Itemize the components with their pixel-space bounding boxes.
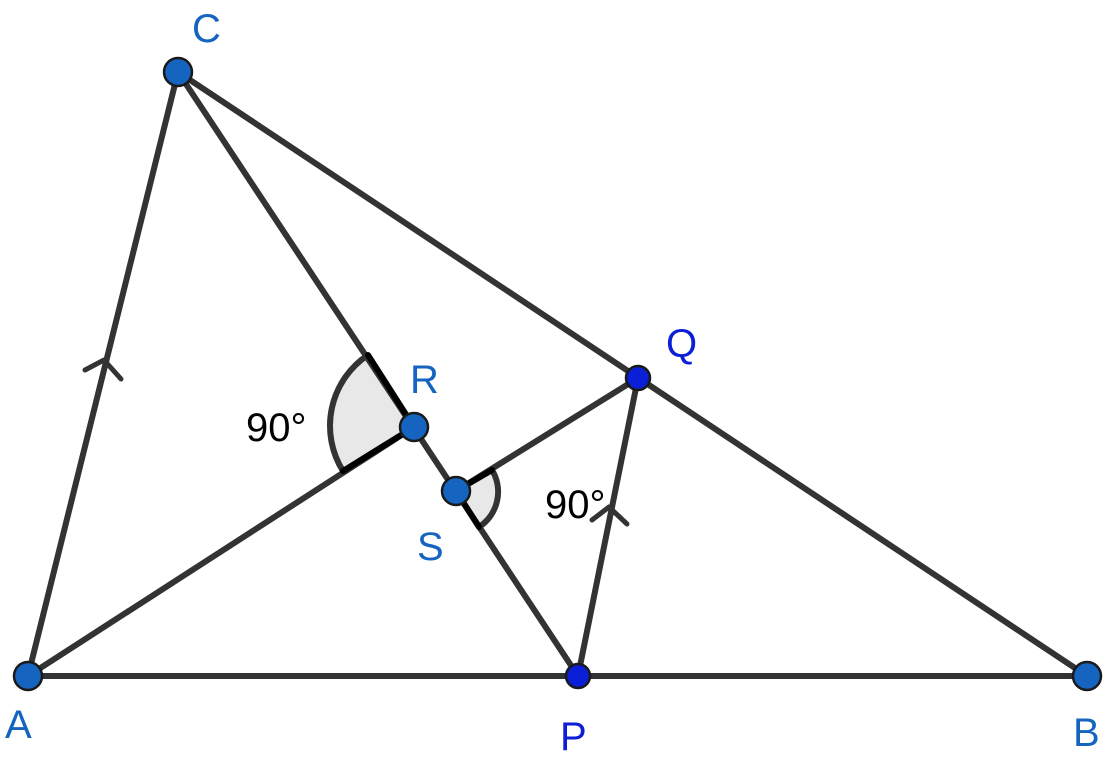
label-P: P	[560, 715, 587, 759]
label-Q: Q	[666, 322, 697, 366]
point-B	[1071, 660, 1103, 692]
angle-label-R: 90°	[246, 406, 307, 450]
point-A	[12, 660, 44, 692]
segment-PQ	[575, 375, 641, 679]
point-P	[564, 662, 592, 690]
point-Q	[624, 364, 652, 392]
right-angle-marker-R	[327, 352, 414, 473]
parallel-mark-AC	[82, 357, 124, 382]
right-angle-marker-S	[456, 468, 502, 530]
point-S	[440, 475, 472, 507]
segment-AC	[25, 69, 181, 679]
parallel-mark-PQ	[589, 504, 630, 527]
label-C: C	[192, 7, 221, 51]
angle-label-S: 90°	[545, 483, 606, 527]
label-R: R	[410, 358, 439, 402]
label-S: S	[417, 525, 444, 569]
label-A: A	[5, 703, 32, 747]
point-C	[162, 56, 194, 88]
label-B: B	[1073, 711, 1100, 755]
point-R	[398, 411, 430, 443]
